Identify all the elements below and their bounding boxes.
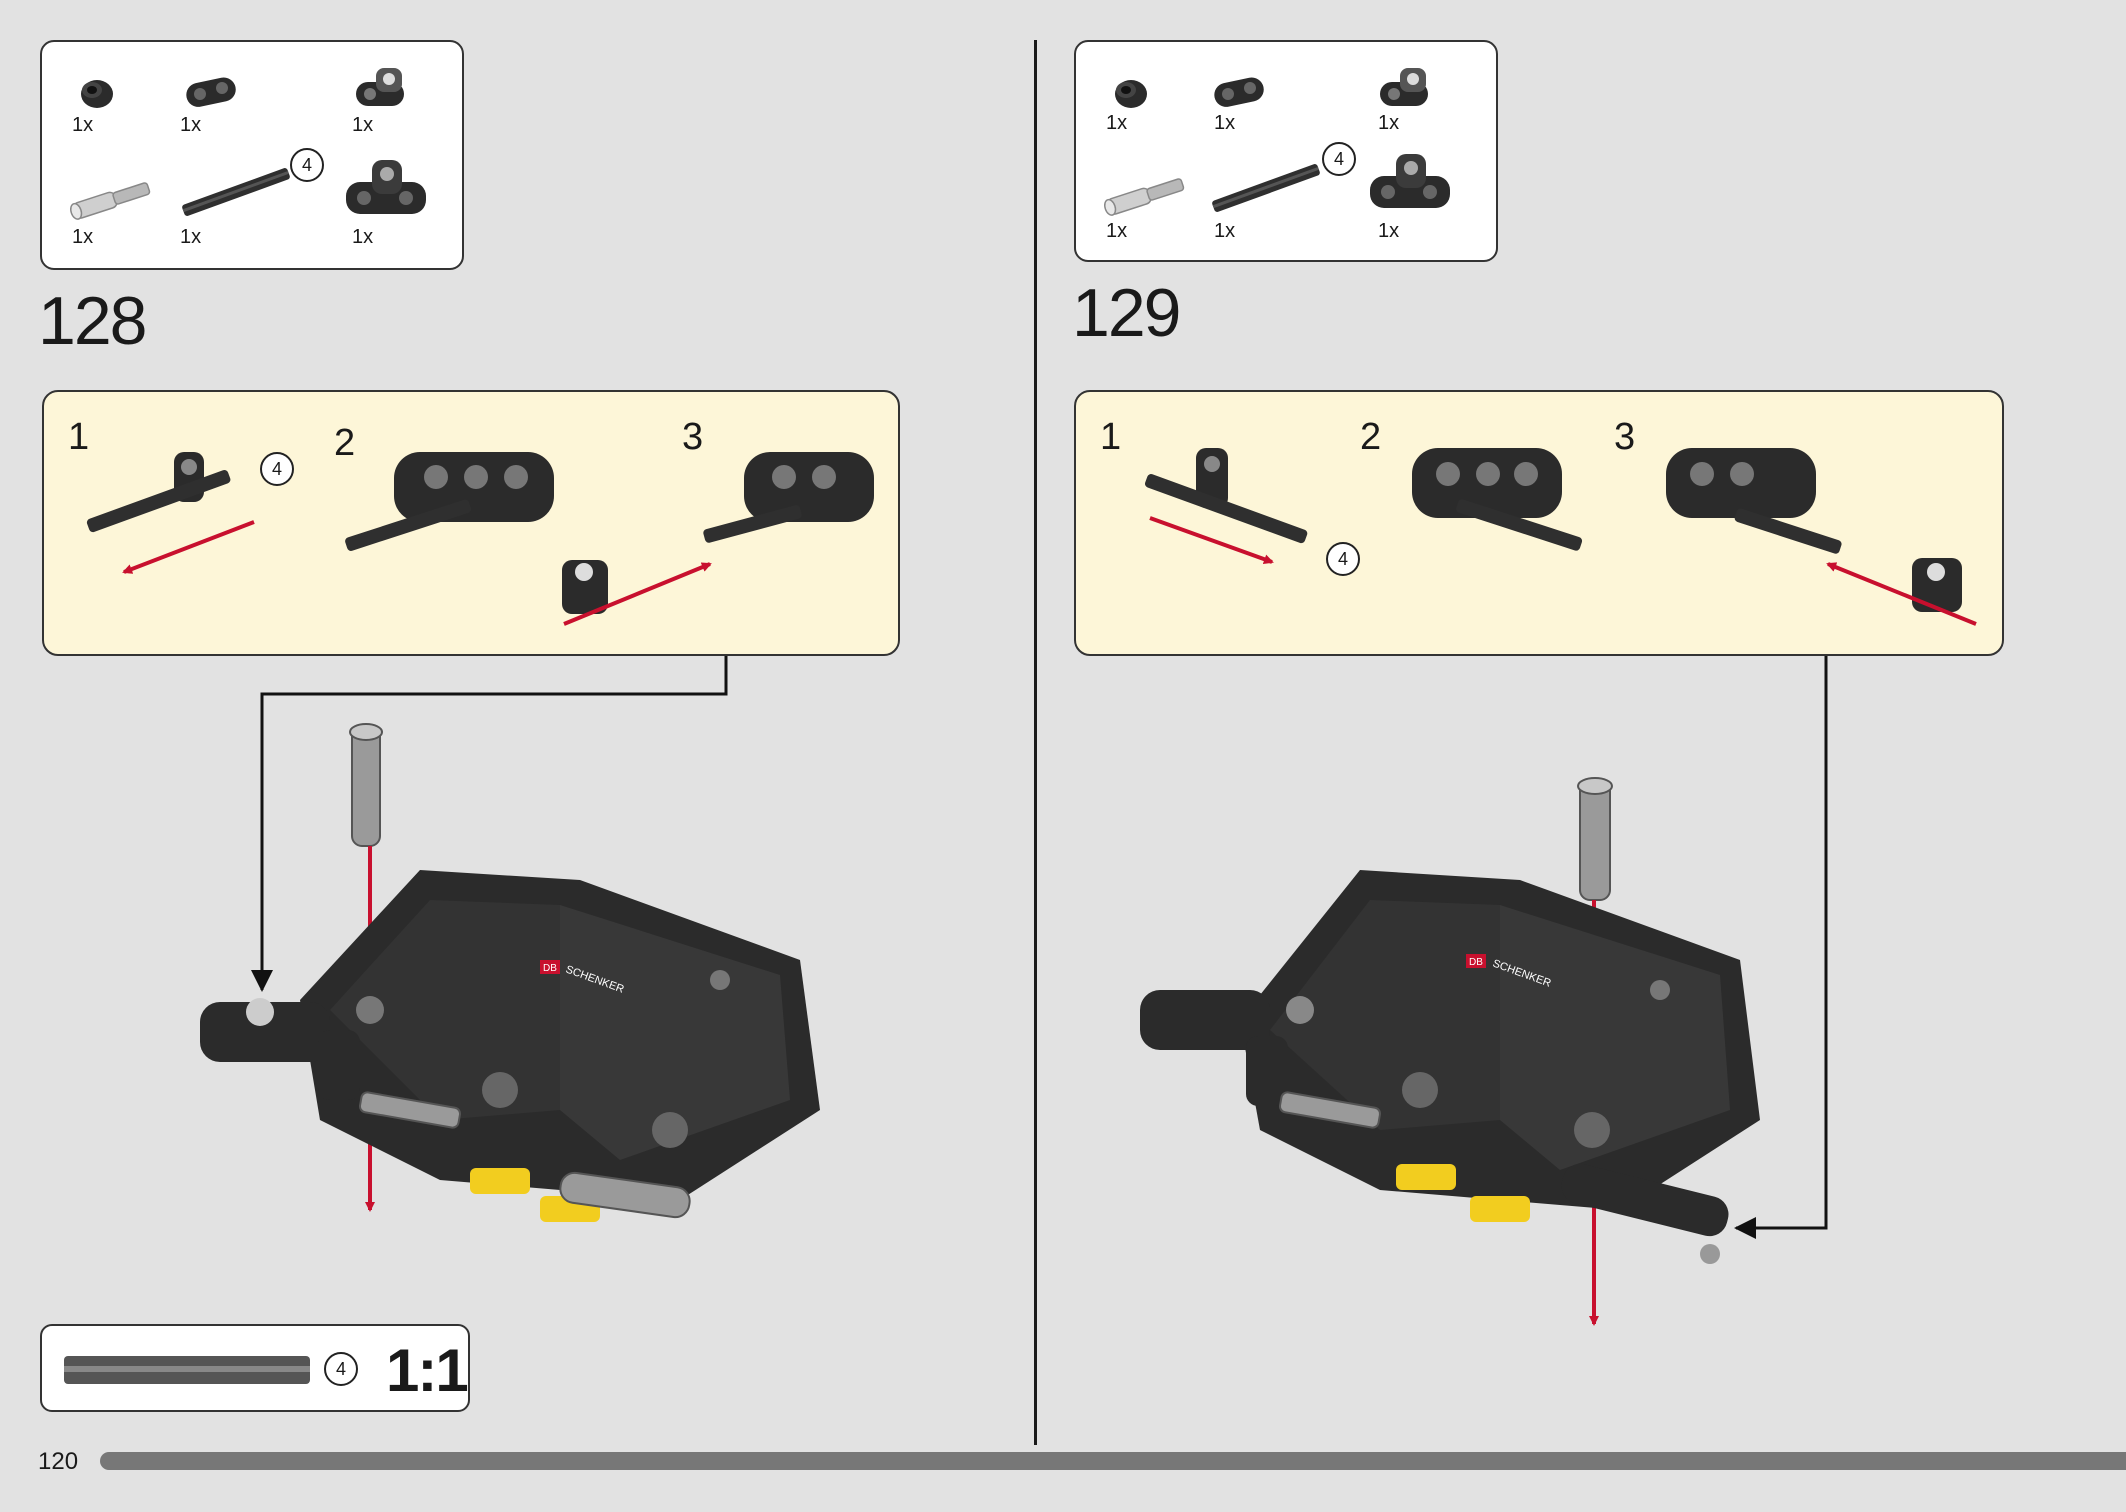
axle-length-badge: 4 (324, 1352, 358, 1386)
progress-bar (100, 1452, 2126, 1470)
substeps-panel-step-128: 1 2 3 4 (42, 390, 900, 656)
part-qty: 1x (1106, 112, 1128, 134)
bush-icon (81, 80, 113, 108)
page-divider (1034, 40, 1037, 1445)
main-build-step-128: DB SCHENKER (200, 656, 820, 1222)
step-number: 129 (1072, 275, 1181, 351)
double-cross-block-icon (1370, 154, 1450, 208)
part-qty: 1x (72, 226, 94, 248)
axle-icon (1212, 164, 1320, 212)
cross-block-icon (356, 68, 404, 106)
axle-length-badge: 4 (1326, 542, 1360, 576)
part-qty: 1x (72, 114, 94, 136)
bush-icon (1115, 80, 1147, 108)
axle-length-badge: 4 (260, 452, 294, 486)
substep-1-assembly (86, 452, 255, 574)
part-qty: 1x (1378, 220, 1400, 242)
logo-db: DB (543, 963, 557, 974)
axle-scale-icon (64, 1356, 310, 1384)
substep-3-assembly (1666, 448, 1977, 626)
page-number: 120 (38, 1448, 79, 1475)
part-qty: 1x (352, 226, 374, 248)
part-qty: 1x (1106, 220, 1128, 242)
part-qty: 1x (1214, 112, 1236, 134)
double-cross-block-icon (346, 160, 426, 214)
part-qty: 1x (180, 226, 202, 248)
substep-illustrations (1144, 448, 1977, 626)
substep-number: 2 (1360, 416, 1382, 458)
part-qty: 1x (1214, 220, 1236, 242)
substep-illustrations (86, 452, 874, 626)
pin-with-axle-icon (70, 182, 151, 220)
axle-connector-icon (186, 77, 236, 107)
substep-3-assembly (562, 452, 874, 626)
scale-label: 1:1 (386, 1337, 469, 1404)
substep-number: 1 (68, 416, 90, 458)
pin-with-axle-icon (1104, 178, 1185, 216)
main-build-step-129: DB SCHENKER (1140, 656, 1828, 1326)
logo-db: DB (1469, 957, 1483, 968)
step-number: 128 (38, 283, 147, 359)
axle-length-badge: 4 (1322, 142, 1356, 176)
substep-number: 1 (1100, 416, 1122, 458)
axle-icon (182, 168, 290, 216)
part-qty: 1x (352, 114, 374, 136)
scale-reference-box: 4 1:1 (40, 1324, 470, 1412)
substep-number: 2 (334, 422, 356, 464)
substep-number: 3 (1614, 416, 1636, 458)
axle-length-badge: 4 (290, 148, 324, 182)
part-qty: 1x (1378, 112, 1400, 134)
substep-2-assembly (345, 452, 554, 551)
substep-2-assembly (1412, 448, 1583, 551)
cross-block-icon (1380, 68, 1428, 106)
parts-list-step-129: 1x 1x 1x 1x 4 1x 1x (1074, 40, 1498, 262)
axle-connector-icon (1214, 77, 1264, 107)
substep-number: 3 (682, 416, 704, 458)
part-qty: 1x (180, 114, 202, 136)
substeps-panel-step-129: 1 2 3 4 (1074, 390, 2004, 656)
substep-1-assembly (1144, 448, 1308, 564)
parts-list-step-128: 1x 1x 1x 1x 4 1x 1x (40, 40, 464, 270)
